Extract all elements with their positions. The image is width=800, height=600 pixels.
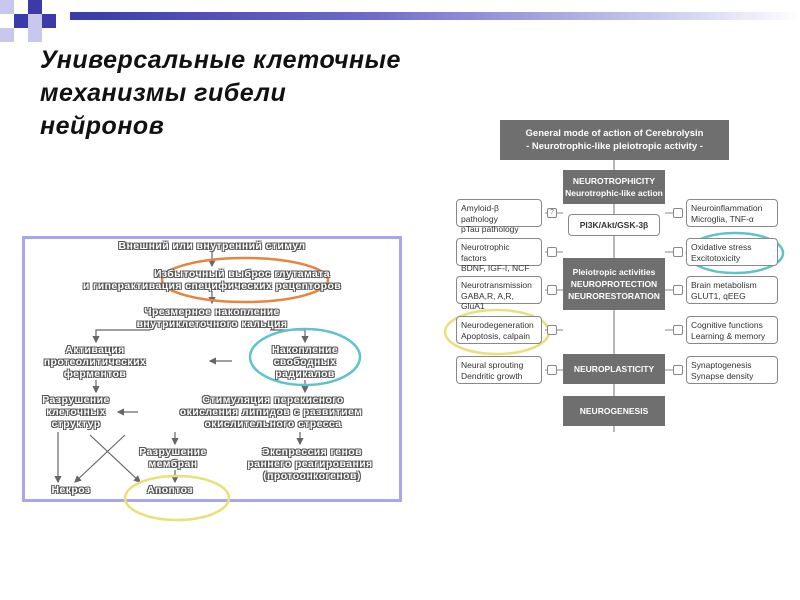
flow-necrosis: Некроз (51, 484, 91, 496)
right-item-cognitive-marker (673, 325, 683, 335)
arrow-calcium-proteolytic (92, 329, 150, 344)
left-item-amyloid-line-2: pTau pathology (461, 224, 519, 234)
header-line-1: General mode of action of Cerebrolysin (525, 128, 704, 139)
flow-destruction-line-1: Разрушение (42, 394, 110, 406)
pleiotropic-box: Pleiotropic activities NEUROPROTECTION N… (563, 258, 665, 310)
left-item-neurotransmission-line-1: Neurotransmission (461, 280, 532, 290)
left-item-amyloid-line-1: Amyloid-β pathology (461, 203, 499, 224)
highlight-apoptosis-ellipse (123, 474, 231, 522)
left-item-sprouting-marker (547, 365, 557, 375)
title-line-3: нейронов (40, 112, 165, 140)
right-item-synaptogenesis-line-1: Synaptogenesis (691, 360, 752, 370)
arrow-membrane-necrosis (74, 434, 126, 483)
right-item-metabolism-line-2: GLUT1, qEEG (691, 290, 746, 301)
flow-glutamate-line-1: Избыточный выброс глутамата (153, 268, 331, 280)
pathway-box: PI3K/Akt/GSK-3β (568, 214, 660, 236)
neurorestoration-label: NEURORESTORATION (568, 291, 660, 301)
flow-glutamate-line-2: и гиперактивация специфических рецепторо… (82, 280, 342, 292)
cerebrolysin-header: General mode of action of Cerebrolysin -… (500, 120, 729, 160)
right-item-metabolism: Brain metabolism GLUT1, qEEG (686, 276, 778, 304)
right-item-synaptogenesis: Synaptogenesis Synapse density (686, 356, 778, 384)
right-item-synaptogenesis-marker (673, 365, 683, 375)
flow-calcium-line-2: внутриклеточного кальция (136, 318, 288, 330)
right-item-oxidative: Oxidative stress Excitotoxicity (686, 238, 778, 266)
left-item-amyloid-marker: ? (547, 208, 557, 218)
right-item-cognitive-line-2: Learning & memory (691, 330, 766, 341)
pathway-label: PI3K/Akt/GSK-3β (579, 220, 649, 230)
left-item-neurotransmission: Neurotransmission GABA,R, A,R, GluA1 (456, 276, 542, 311)
flow-destruction-line-2: клеточных (46, 406, 106, 418)
neuroplasticity-label: NEUROPLASTICITY (573, 364, 655, 374)
left-item-sprouting-line-2: Dendritic growth (461, 370, 523, 381)
neuroplasticity-box: NEUROPLASTICITY (563, 354, 665, 384)
title-line-1: Универсальные клеточные (40, 46, 401, 74)
left-item-neurodegeneration-marker (547, 325, 557, 335)
left-item-neurodegeneration-line-1: Neurodegeneration (461, 320, 534, 330)
flow-genes-line-2: раннего реагирования (247, 458, 373, 470)
left-item-neurotrophic-marker (547, 247, 557, 257)
flow-genes-line-3: (протоонкогенов) (263, 470, 361, 482)
neurotrophicity-box: NEUROTROPHICITY Neurotrophic-like action (563, 170, 665, 204)
left-item-neurodegeneration-line-2: Apoptosis, calpain (461, 330, 530, 341)
neurogenesis-box: NEUROGENESIS (563, 396, 665, 426)
left-item-sprouting-line-1: Neural sprouting (461, 360, 524, 370)
left-item-amyloid: Amyloid-β pathology pTau pathology (456, 199, 542, 234)
decor-top-bar (70, 12, 800, 20)
flow-proteolytic-line-2: протеолитических (43, 356, 147, 368)
right-item-oxidative-line-1: Oxidative stress (691, 242, 752, 252)
right-item-metabolism-line-1: Brain metabolism (691, 280, 757, 290)
right-item-cognitive-line-1: Cognitive functions (691, 320, 763, 330)
neurogenesis-label: NEUROGENESIS (579, 406, 649, 416)
right-item-oxidative-line-2: Excitotoxicity (691, 252, 741, 263)
flow-calcium-line-1: Чрезмерное накопление (144, 306, 280, 318)
flow-apoptosis: Апоптоз (147, 484, 193, 496)
left-item-sprouting: Neural sprouting Dendritic growth (456, 356, 542, 384)
flow-peroxidation-line-2: окисления липидов с развитием (179, 406, 363, 418)
flow-membrane-line-2: мембран (148, 458, 198, 470)
flow-destruction-line-3: структур (51, 418, 101, 430)
right-item-neuroinflammation: Neuroinflammation Microglia, TNF-α (686, 199, 778, 227)
highlight-glutamate-ellipse (160, 256, 330, 304)
flow-stimulus: Внешний или внутренний стимул (118, 240, 306, 252)
flow-genes-line-1: Экспрессия генов (262, 446, 362, 458)
left-item-neurotrophic-line-1: Neurotrophic factors (461, 242, 510, 263)
right-item-synaptogenesis-line-2: Synapse density (691, 370, 754, 381)
left-item-neurodegeneration: Neurodegeneration Apoptosis, calpain (456, 316, 542, 344)
right-item-oxidative-marker (673, 247, 683, 257)
highlight-radicals-ellipse (248, 327, 362, 387)
right-item-neuroinflammation-line-2: Microglia, TNF-α (691, 213, 754, 224)
left-item-neurotransmission-line-2: GABA,R, A,R, GluA1 (461, 290, 514, 312)
left-item-neurotrophic-line-2: BDNF, IGF-I, NCF (461, 263, 530, 273)
arrow-destruction-apoptosis (89, 434, 141, 483)
left-item-neurotransmission-marker (547, 285, 557, 295)
flow-radicals-line-1: Накопление (271, 344, 339, 356)
flow-proteolytic-line-3: ферментов (63, 368, 127, 380)
neurotrophicity-label: NEUROTROPHICITY (572, 176, 656, 186)
neuron-death-flow-panel (22, 236, 402, 502)
right-item-neuroinflammation-line-1: Neuroinflammation (691, 203, 763, 213)
header-line-2: - Neurotrophic-like pleiotropic activity… (526, 141, 703, 152)
title-line-2: механизмы гибели (40, 79, 287, 107)
right-item-neuroinflammation-marker (673, 208, 683, 218)
right-item-cognitive: Cognitive functions Learning & memory (686, 316, 778, 344)
flow-peroxidation-line-1: Стимуляция перекисного (202, 394, 344, 406)
right-item-metabolism-marker (673, 285, 683, 295)
flow-proteolytic-line-1: Активация (65, 344, 125, 356)
flow-radicals-line-2: свободных (273, 356, 337, 368)
neurotrophic-action-label: Neurotrophic-like action (565, 188, 663, 198)
flow-radicals-line-3: радикалов (275, 368, 335, 380)
flow-peroxidation-line-3: окислительного стресса (204, 418, 342, 430)
neuroprotection-label: NEUROPROTECTION (570, 279, 658, 289)
left-item-neurotrophic: Neurotrophic factors BDNF, IGF-I, NCF (456, 238, 542, 273)
pleiotropic-label: Pleiotropic activities (572, 267, 656, 277)
slide-title: Универсальные клеточные механизмы гибели… (40, 44, 470, 143)
flow-membrane-line-1: Разрушение (139, 446, 207, 458)
